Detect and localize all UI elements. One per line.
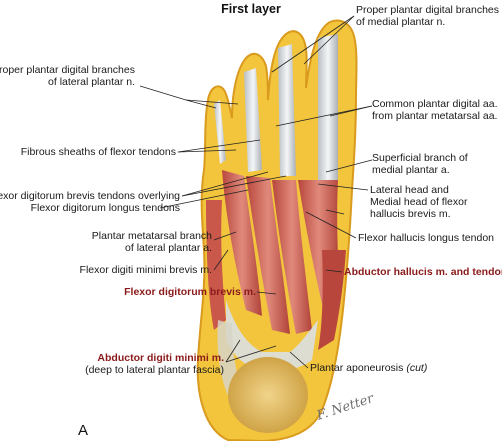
label-flexor-digiti-minimi-brevis: Flexor digiti minimi brevis m. [79, 264, 212, 276]
muscles [206, 170, 346, 350]
label-plantar-metatarsal-branch: Plantar metatarsal branch of lateral pla… [91, 230, 212, 254]
toe-tendons [214, 34, 338, 180]
label-proper-digital-medial: Proper plantar digital branches of media… [356, 4, 500, 28]
label-abductor-digiti-minimi: Abductor digiti minimi m. (deep to later… [85, 352, 224, 376]
label-flexor-hallucis-longus-tendon: Flexor hallucis longus tendon [358, 232, 494, 244]
label-superficial-branch: Superficial branch of medial plantar a. [372, 152, 468, 176]
heel-pad [228, 357, 308, 433]
label-flexor-hallucis-brevis-heads: Lateral head and Medial head of flexor h… [370, 184, 468, 220]
label-flexor-digitorum-brevis-muscle: Flexor digitorum brevis m. [124, 286, 256, 298]
label-proper-digital-lateral: Proper plantar digital branches of later… [0, 64, 135, 88]
label-fdb-tendons: Flexor digitorum brevis tendons overlyin… [0, 190, 180, 214]
label-fibrous-sheaths: Fibrous sheaths of flexor tendons [20, 146, 176, 158]
label-common-digital-arteries: Common plantar digital aa. from plantar … [372, 98, 498, 122]
figure-title: First layer [221, 2, 281, 16]
leader-lines [139, 15, 373, 369]
label-abductor-hallucis: Abductor hallucis m. and tendon [344, 266, 502, 278]
panel-letter: A [78, 422, 89, 439]
label-plantar-aponeurosis: Plantar aponeurosis (cut) [310, 362, 428, 374]
